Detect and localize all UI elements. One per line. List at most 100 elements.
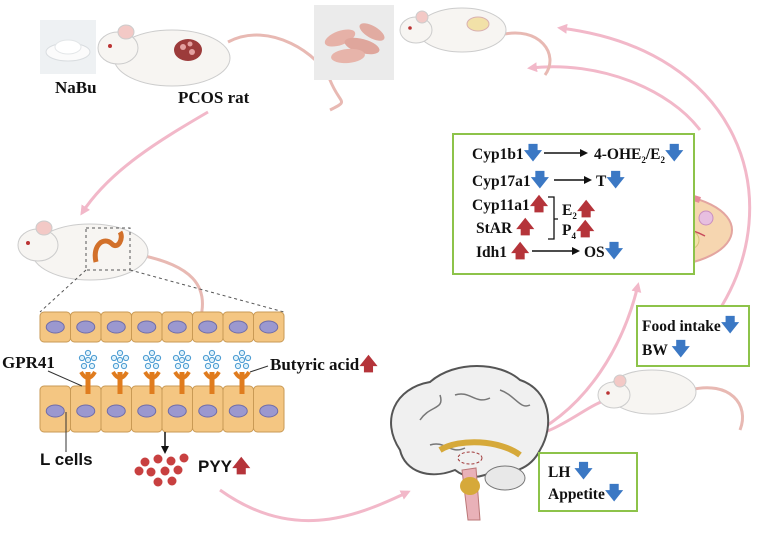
butyrate-molecule [142, 354, 150, 362]
butyrate-molecule [172, 354, 180, 362]
butyrate-molecule [202, 354, 210, 362]
l-cell-nucleus [167, 404, 187, 418]
bw-row: BW 🡇 [642, 341, 690, 359]
butyrate-molecule [90, 354, 98, 362]
testosterone-label: T [596, 173, 607, 190]
arrow-pcos-to-gut [80, 110, 209, 216]
cyp17a1-down-arrow-icon: 🡇 [530, 170, 550, 191]
l-cell-nucleus [137, 404, 157, 418]
oxidative-stress-label: OS [584, 244, 605, 261]
gpr41-receptor [142, 349, 162, 394]
idh1-up-arrow-icon: 🡅 [510, 241, 530, 262]
butyrate-molecule [238, 349, 246, 357]
butyric-acid-up-arrow-icon: 🡅 [359, 354, 378, 375]
appetite-label: Appetite [548, 486, 605, 503]
pyy-label: PYY🡅 [198, 458, 251, 476]
offspring-pups-image [314, 5, 394, 80]
estradiol-up-arrow-icon: 🡅 [576, 199, 596, 220]
food-intake-rat-illustration [597, 369, 745, 431]
arrow-ovary-to-offspring [527, 62, 702, 131]
butyrate-molecule [182, 362, 190, 370]
offspring-rat-illustration [399, 7, 552, 76]
butyrate-molecule [116, 349, 124, 357]
idh1-row: Idh1 🡅 [476, 243, 529, 261]
cell-nucleus [167, 320, 187, 334]
cyp1b1-result-arrow [544, 149, 588, 157]
butyrate-molecule [234, 362, 242, 370]
oh-e2-sub2: 2 [660, 155, 666, 166]
butyrate-molecule [212, 362, 220, 370]
bw-down-arrow-icon: 🡇 [671, 339, 690, 360]
butyric-acid-label: Butyric acid🡅 [270, 356, 378, 374]
butyrate-molecule [232, 354, 240, 362]
butyrate-molecule [148, 356, 156, 364]
oh-e2-down-arrow-icon: 🡇 [665, 143, 684, 164]
star-label: StAR [476, 220, 513, 237]
food-intake-row: Food intake🡇 [642, 317, 739, 335]
cyp1b1-label: Cyp1b1 [472, 146, 524, 163]
lh-label: LH [548, 464, 571, 481]
cell-nucleus [228, 320, 248, 334]
cell-nucleus [76, 320, 96, 334]
star-row: StAR 🡅 [476, 219, 535, 237]
butyrate-molecule [78, 354, 86, 362]
lh-row: LH 🡇 [548, 463, 593, 481]
upper-cell-row [39, 311, 285, 343]
butyrate-molecule [208, 356, 216, 364]
butyrate-molecule [144, 362, 152, 370]
cell-nucleus [106, 320, 126, 334]
butyrate-molecule [244, 354, 252, 362]
cyp17a1-row: Cyp17a1🡇 [472, 172, 549, 190]
l-cell-nucleus [106, 404, 126, 418]
cell-nucleus [259, 320, 279, 334]
cyp1b1-row: Cyp1b1🡇 [472, 145, 542, 163]
cyp11a1-star-bracket [548, 196, 558, 240]
food-intake-label: Food intake [642, 318, 721, 335]
butyrate-molecule [80, 362, 88, 370]
gpr41-receptor [172, 349, 192, 394]
butyrate-molecule [174, 362, 182, 370]
oh-e2-sub1: 2 [641, 155, 646, 166]
l-cell-nucleus [76, 404, 96, 418]
butyrate-molecule [84, 356, 92, 364]
butyrate-molecule [214, 354, 222, 362]
l-cell-nucleus [228, 404, 248, 418]
butyrate-molecule [238, 356, 246, 364]
progesterone-sub: 4 [571, 231, 576, 242]
butyrate-molecule [148, 349, 156, 357]
nabu-powder-image [40, 20, 96, 74]
progesterone-up-arrow-icon: 🡅 [575, 219, 595, 240]
butyrate-molecule [154, 354, 162, 362]
l-cell-nucleus [259, 404, 279, 418]
cyp11a1-up-arrow-icon: 🡅 [529, 194, 549, 215]
gpr41-receptor [232, 349, 252, 394]
estradiol: E2🡅 [562, 201, 595, 221]
oh-e2-mid: /E [645, 146, 661, 163]
oxidative-stress-down-arrow-icon: 🡇 [604, 241, 624, 262]
butyrate-molecule [204, 362, 212, 370]
gpr41-receptors [78, 349, 252, 394]
cell-nucleus [137, 320, 157, 334]
oxidative-stress: OS🡇 [584, 243, 623, 261]
butyrate-molecule [242, 362, 250, 370]
butyrate-molecule [208, 349, 216, 357]
appetite-row: Appetite🡇 [548, 485, 623, 503]
butyrate-molecule [116, 356, 124, 364]
butyrate-molecule [184, 354, 192, 362]
arrow-pyy-to-brain [219, 488, 411, 523]
butyrate-molecule [120, 362, 128, 370]
l-cell-row [39, 385, 285, 433]
appetite-down-arrow-icon: 🡇 [604, 483, 624, 504]
butyric-acid-text: Butyric acid [270, 355, 360, 374]
arrow-food-to-offspring [557, 23, 752, 313]
pyy-text: PYY [198, 457, 233, 476]
oh-e2-prefix: 4-OHE [594, 146, 642, 163]
food-intake-box: Food intake🡇 BW 🡇 [636, 305, 750, 367]
oh-e2-ratio: 4-OHE2/E2🡇 [594, 145, 684, 165]
label-pointers [47, 365, 269, 452]
gut-rat-illustration [17, 220, 204, 321]
nabu-label: NaBu [55, 78, 97, 97]
cyp1b1-down-arrow-icon: 🡇 [523, 143, 543, 164]
progesterone: P4🡅 [562, 221, 594, 241]
butyrate-molecule [110, 354, 118, 362]
